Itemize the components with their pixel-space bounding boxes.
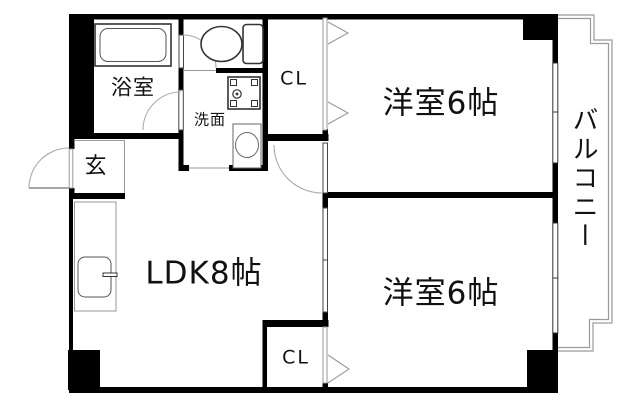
bedroom-top-door-swing [273, 144, 323, 194]
wall-rooms-divider [322, 192, 558, 198]
door-joints [184, 70, 328, 261]
toilet-door [178, 34, 184, 69]
bathroom-door [178, 89, 184, 131]
wall-toilet-bottom [216, 68, 268, 73]
closet-bottom-opening [322, 326, 328, 384]
wall-bathroom-bottom [93, 133, 183, 139]
room-label-entrance: 玄 [84, 154, 108, 179]
wall-ldk-left [69, 199, 73, 352]
window-room-top [552, 62, 559, 164]
room-label-balcony: バルコニー [568, 106, 598, 251]
pillar-top-left [69, 18, 94, 139]
bathroom-door-swing [142, 91, 182, 131]
closet-folding-doors-icon [327, 21, 350, 384]
room-label-closet-bottom: CL [282, 346, 310, 369]
entrance-step-edge [74, 140, 125, 193]
pillar-top-right [523, 18, 558, 40]
entrance-door-opening [68, 148, 74, 189]
walls [68, 14, 558, 393]
washing-machine-icon [232, 123, 262, 169]
wall-closet-bottom-left [262, 320, 267, 390]
room-label-western-room-top: 洋室6帖 [382, 85, 500, 122]
room-label-ldk: LDK8帖 [145, 255, 263, 292]
sliding-windows-icon [552, 62, 559, 334]
wall-bottom [69, 387, 558, 393]
wall-right-a [552, 18, 558, 63]
balcony-railing-icon [558, 14, 613, 352]
wall-top [69, 14, 558, 20]
entrance-door-swing [28, 147, 70, 189]
room-label-western-room-bottom: 洋室6帖 [382, 275, 500, 312]
pillar-bottom-left [68, 350, 100, 390]
kitchen-counter [74, 201, 117, 312]
closet-top-opening [322, 17, 328, 131]
wall-closet-top-bottom [262, 134, 329, 141]
room-label-closet-top: CL [280, 67, 308, 90]
wall-entrance-bottom [69, 193, 125, 199]
pillar-bottom-right [527, 350, 558, 390]
wall-closet-bottom-top [262, 320, 329, 327]
room-label-bathroom: 浴室 [111, 75, 155, 100]
kitchen-sink-icon [77, 256, 118, 298]
room-label-washroom: 洗面 [193, 110, 227, 129]
washbasin-icon [227, 76, 261, 110]
bathtub-icon [94, 23, 172, 67]
wall-washroom-right [262, 18, 268, 171]
bedroom-top-door [322, 142, 328, 194]
toilet-icon [200, 23, 264, 65]
